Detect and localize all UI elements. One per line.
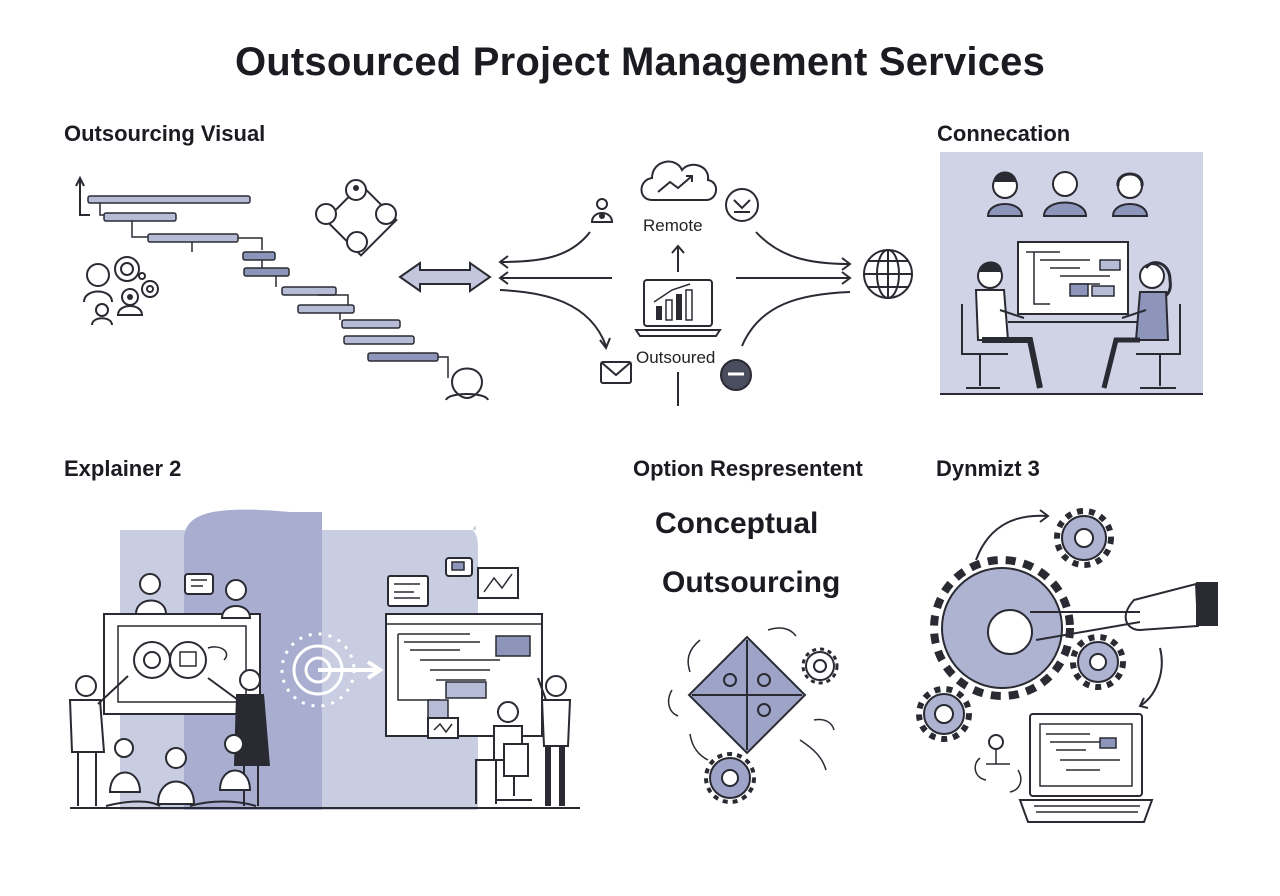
chat-icon <box>445 557 473 577</box>
gears-mechanism <box>916 508 1163 742</box>
remote-participant-3 <box>1111 172 1149 217</box>
curve-arrow-upper-right <box>755 231 851 265</box>
document-icon <box>387 575 429 607</box>
person-right <box>1101 261 1181 389</box>
gear-small-icon <box>801 647 839 685</box>
double-arrow-icon <box>398 261 492 293</box>
explainer-scene <box>68 509 580 810</box>
remote-participant-2 <box>1042 171 1088 217</box>
page-title: Outsourced Project Management Services <box>234 40 1046 84</box>
heading-outsourcing-visual: Outsourcing Visual <box>64 121 266 146</box>
user-avatar-icon <box>590 198 614 223</box>
heading-explainer-2: Explainer 2 <box>64 456 182 481</box>
sticky-note-icon <box>427 717 459 739</box>
worker-seated <box>475 701 532 804</box>
presenter-left <box>68 675 129 806</box>
download-badge-icon <box>725 188 759 222</box>
remote-participant-1 <box>986 171 1024 217</box>
gear-bottom-icon <box>704 752 756 804</box>
puzzle-concept-icon <box>667 627 839 804</box>
person-icon <box>445 367 489 401</box>
cloud-chart-icon <box>640 160 717 201</box>
user-node-icon <box>974 734 1022 793</box>
laptop-chart-icon <box>634 279 722 337</box>
hand-wrench-icon <box>1030 582 1218 641</box>
laptop-dashboard-icon <box>974 713 1154 823</box>
outsourcing-text: Outsourcing <box>662 566 841 599</box>
mail-icon <box>600 361 632 384</box>
remote-label: Remote <box>643 216 703 235</box>
project-dashboard <box>385 613 543 737</box>
speech-bubble-icon <box>184 573 214 595</box>
network-nodes-icon <box>315 179 398 257</box>
person-top-1 <box>134 573 168 615</box>
target-arrow-icon <box>280 632 384 708</box>
person-top-2 <box>220 579 252 619</box>
line-chart-icon <box>477 567 519 599</box>
curve-arrow-upper-left <box>499 231 591 263</box>
curve-arrow-lower <box>499 289 607 347</box>
person-left <box>961 261 1043 389</box>
curve-arrow-right-lower <box>741 291 851 347</box>
gantt-chart <box>75 175 449 378</box>
meeting-screen <box>1017 241 1129 315</box>
meeting-scene <box>940 152 1203 395</box>
outsourced-label: Outsoured <box>636 348 716 367</box>
worker-standing <box>537 675 572 806</box>
heading-connecation: Connecation <box>937 121 1071 146</box>
audience <box>105 734 257 807</box>
heading-dynmizt-3: Dynmizt 3 <box>936 456 1040 481</box>
conceptual-text: Conceptual <box>655 507 819 540</box>
heading-option-respresentent: Option Respresentent <box>633 456 863 481</box>
team-icon-cluster <box>83 256 159 326</box>
globe-icon <box>863 249 913 299</box>
chat-badge-icon <box>720 359 752 391</box>
